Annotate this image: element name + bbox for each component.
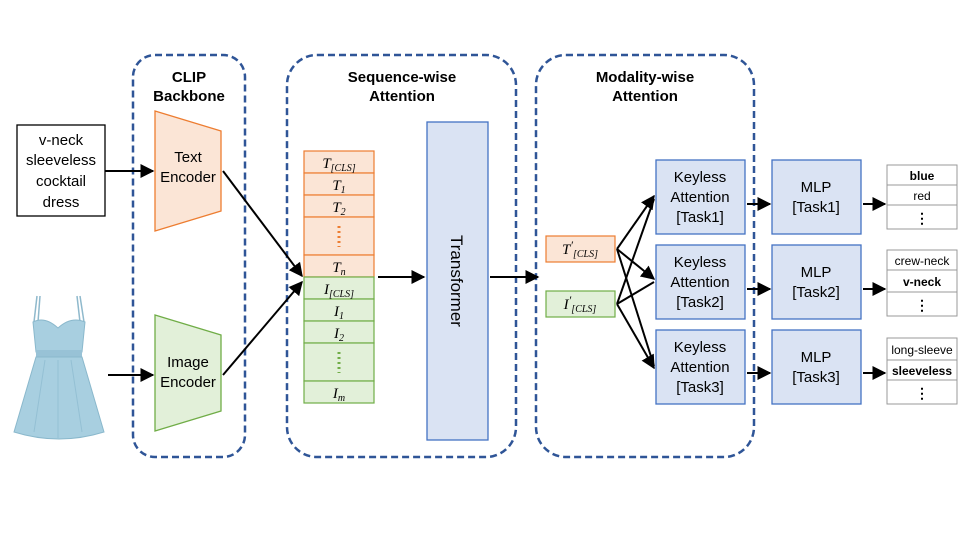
mlp3-line1: MLP: [801, 349, 832, 366]
image-encoder-label-1: Image: [167, 354, 209, 371]
output3-item2: sleeveless: [892, 364, 952, 378]
mlp-task3: [771, 329, 862, 405]
output3-item1: long-sleeve: [891, 343, 953, 357]
seq-title-line1: Sequence-wise: [348, 69, 456, 86]
image-token-stack: [303, 276, 375, 404]
keyless-attention-task1: [655, 159, 746, 235]
text-encoder-label-1: Text: [174, 149, 202, 166]
token-i-1: I1: [333, 304, 344, 322]
token-i-cls: I[CLS]: [323, 282, 354, 300]
keyless-attention-task2: [655, 244, 746, 320]
token-t-cls: T[CLS]: [322, 156, 355, 174]
token-i-2: I2: [333, 326, 344, 344]
input-text-line4: dress: [43, 194, 80, 211]
image-encoder-label-2: Encoder: [160, 374, 216, 391]
keyless3-line1: Keyless: [674, 339, 727, 356]
input-text-box: [16, 124, 106, 217]
keyless3-line2: Attention: [670, 359, 729, 376]
keyless-attention-task3: [655, 329, 746, 405]
mlp2-line2: [Task2]: [792, 284, 840, 301]
keyless3-line3: [Task3]: [676, 379, 724, 396]
token-t-1: T1: [332, 178, 345, 196]
mlp-task2: [771, 244, 862, 320]
input-text-line3: cocktail: [36, 173, 86, 190]
output2-item2: v-neck: [903, 275, 941, 289]
text-cls-prime-box: [545, 235, 616, 263]
keyless2-line2: Attention: [670, 274, 729, 291]
text-encoder-label-2: Encoder: [160, 169, 216, 186]
transformer-block: [426, 121, 489, 441]
token-t-2: T2: [332, 200, 345, 218]
image-cls-prime-box: [545, 290, 616, 318]
output1-more: ⋮: [915, 210, 929, 226]
mlp-task1: [771, 159, 862, 235]
mod-title-line1: Modality-wise: [596, 69, 694, 86]
output1-item1: blue: [910, 169, 935, 183]
token-t-n: Tn: [332, 260, 345, 278]
output2-item1: crew-neck: [895, 254, 951, 268]
fanout-arrows: [616, 194, 656, 370]
keyless2-line3: [Task2]: [676, 294, 724, 311]
image-encoder: [154, 314, 222, 432]
output-list-task3: [886, 337, 958, 405]
output1-item2: red: [913, 189, 930, 203]
keyless2-line1: Keyless: [674, 254, 727, 271]
mlp1-line2: [Task1]: [792, 199, 840, 216]
clip-title-line1: CLIP: [172, 69, 206, 86]
keyless1-line1: Keyless: [674, 169, 727, 186]
token-i-m: Im: [332, 386, 345, 404]
mlp3-line2: [Task3]: [792, 369, 840, 386]
output3-more: ⋮: [915, 385, 929, 401]
output-list-task2: [886, 249, 958, 317]
keyless1-line2: Attention: [670, 189, 729, 206]
output-list-task1: [886, 164, 958, 230]
clip-backbone-panel: [131, 53, 247, 459]
text-encoder: [154, 110, 222, 232]
seq-title-line2: Attention: [369, 88, 435, 105]
input-text-line2: sleeveless: [26, 152, 96, 169]
input-text-line1: v-neck: [39, 132, 84, 149]
mod-title-line2: Attention: [612, 88, 678, 105]
dress-image: [13, 295, 105, 440]
output2-more: ⋮: [915, 297, 929, 313]
transformer-label: Transformer: [447, 235, 466, 327]
mlp2-line1: MLP: [801, 264, 832, 281]
modality-attention-panel: [534, 53, 756, 459]
clip-title-line2: Backbone: [153, 88, 225, 105]
keyless1-line3: [Task1]: [676, 209, 724, 226]
image-cls-prime: I′[CLS]: [563, 293, 597, 315]
text-cls-prime: T′[CLS]: [562, 238, 598, 260]
mlp1-line1: MLP: [801, 179, 832, 196]
